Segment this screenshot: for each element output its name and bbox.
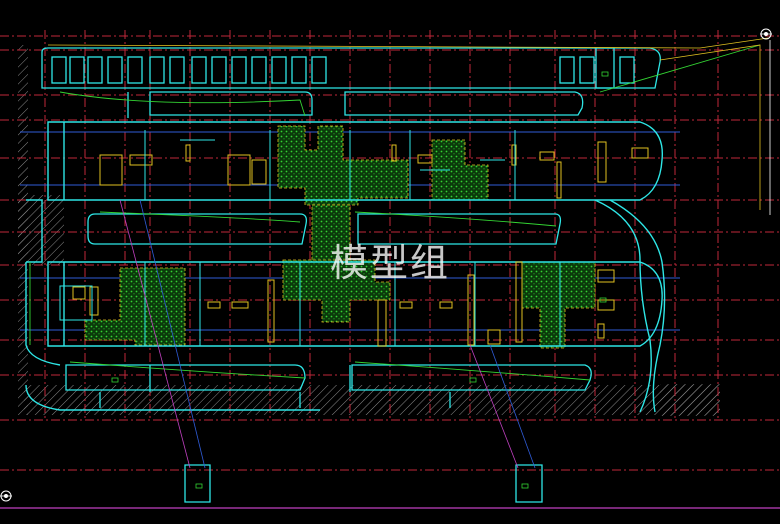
top-shop-row — [41, 47, 661, 89]
driveway-lanes — [65, 91, 592, 408]
watermark-text: 模型组 — [330, 241, 450, 285]
planting-areas — [84, 125, 596, 349]
structural-grid — [0, 30, 780, 471]
site-boundary — [47, 37, 771, 215]
green-annotation-lines — [29, 44, 761, 381]
entrance-ramps — [0, 199, 780, 509]
interior-partitions-cyan — [59, 130, 561, 346]
compass-marker-icon — [760, 28, 772, 40]
small-markers — [111, 71, 609, 489]
hatched-boundary-areas — [18, 45, 720, 416]
compass-marker-icon — [0, 490, 12, 502]
main-building-outline — [25, 121, 666, 413]
